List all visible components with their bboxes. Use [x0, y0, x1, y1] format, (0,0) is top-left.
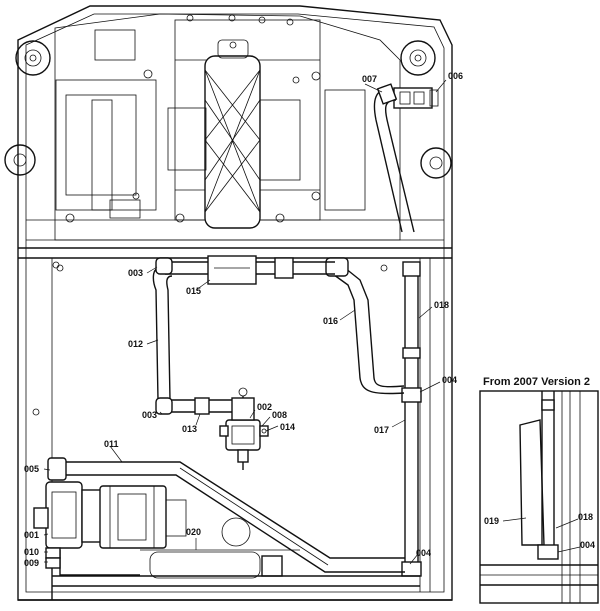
label-016: 016: [323, 316, 338, 326]
connector-006: [393, 87, 439, 109]
label-003-lower: 003: [142, 410, 157, 420]
label-010: 010: [24, 547, 39, 557]
label-001: 001: [24, 530, 39, 540]
pump-001: [33, 481, 251, 549]
tube-015: [165, 255, 335, 285]
label-007: 007: [362, 74, 377, 84]
tube-018: [402, 261, 421, 390]
label-011: 011: [104, 439, 119, 449]
label-018: 018: [434, 300, 449, 310]
label-013: 013: [182, 424, 197, 434]
inset-label-019: 019: [484, 516, 499, 526]
label-006: 006: [448, 71, 463, 81]
inset-label-004: 004: [580, 540, 595, 550]
label-004-upper: 004: [442, 375, 457, 385]
corner-mounts: [4, 40, 452, 179]
label-017: 017: [374, 425, 389, 435]
fittings-009-010: [45, 547, 61, 600]
label-014: 014: [280, 422, 295, 432]
inset-border: [479, 390, 599, 604]
tube-007: [373, 83, 415, 233]
leader-lines: [43, 79, 447, 565]
top-mounting-plate: [26, 13, 444, 241]
label-003-upper: 003: [128, 268, 143, 278]
inset-detail: From 2007 Version 2 019 018 004: [479, 376, 599, 604]
tube-011: [47, 457, 405, 573]
label-009: 009: [24, 558, 39, 568]
label-015: 015: [186, 286, 201, 296]
tube-017: [404, 402, 419, 565]
tube-020: [52, 549, 420, 587]
inset-title: From 2007 Version 2: [483, 376, 590, 388]
top-screws: [65, 14, 321, 223]
tube-013: [155, 397, 232, 415]
inset-label-018: 018: [578, 512, 593, 522]
label-012: 012: [128, 339, 143, 349]
cabinet-frame: [17, 5, 453, 601]
label-005: 005: [24, 464, 39, 474]
main-motor: [167, 39, 301, 229]
label-002: 002: [257, 402, 272, 412]
part-labels: 003 015 012 016 018 004 003 013 002 008 …: [24, 71, 463, 568]
fitting-004-upper: [401, 387, 422, 403]
label-008: 008: [272, 410, 287, 420]
valve-002: [219, 387, 269, 470]
fitting-004-lower: [401, 561, 422, 577]
label-004-lower: 004: [416, 548, 431, 558]
tube-012: [152, 257, 173, 401]
label-020: 020: [186, 527, 201, 537]
lower-screws: [32, 261, 388, 416]
